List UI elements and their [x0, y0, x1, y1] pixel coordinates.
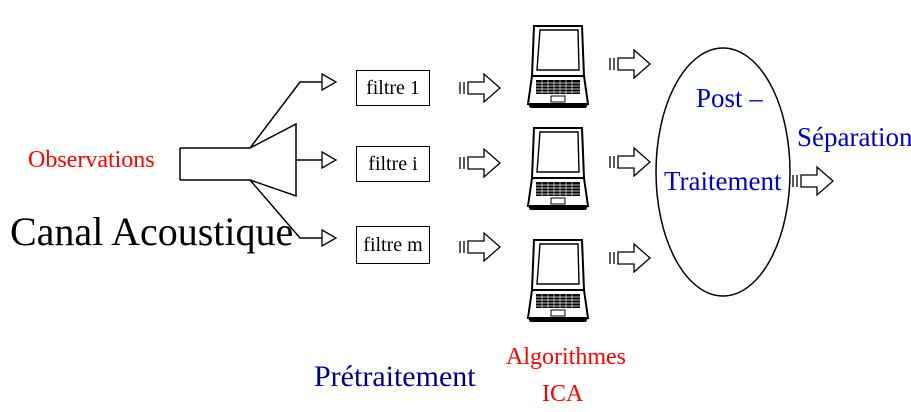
arrow-filter-1-to-computer	[459, 73, 501, 103]
traitement-label: Traitement	[664, 166, 782, 196]
filter-label: filtre m	[363, 233, 423, 256]
post-traitement-ellipse	[655, 47, 791, 297]
canal-acoustique-label: Canal Acoustique	[10, 209, 294, 254]
pretraitement-label: Prétraitement	[314, 360, 476, 393]
filter-box-1: filtre 1	[356, 70, 430, 106]
laptop-icon	[527, 25, 589, 109]
filter-label: filtre i	[368, 152, 418, 175]
arrow-post-to-separation	[792, 166, 834, 196]
post-label: Post –	[696, 83, 763, 113]
arrow-filter-i-to-computer	[459, 148, 501, 178]
laptop-icon	[527, 239, 589, 323]
channel-branch-shape	[179, 81, 322, 239]
arrow-computer-m-to-post	[609, 243, 651, 273]
branch-arrowhead-mid	[321, 150, 338, 170]
observations-label: Observations	[28, 147, 155, 173]
filter-label: filtre 1	[366, 76, 420, 99]
filter-box-i: filtre i	[356, 146, 430, 182]
algorithmes-label: Algorithmes	[506, 344, 626, 370]
filter-box-m: filtre m	[356, 226, 430, 264]
arrow-computer-1-to-post	[609, 49, 651, 79]
branch-arrowhead-top	[321, 72, 338, 92]
ica-label: ICA	[542, 381, 584, 407]
arrow-computer-i-to-post	[609, 147, 651, 177]
branch-arrowhead-bottom	[321, 228, 338, 248]
arrow-filter-m-to-computer	[459, 232, 501, 262]
laptop-icon	[527, 127, 589, 211]
separation-label: Séparation	[797, 122, 911, 152]
